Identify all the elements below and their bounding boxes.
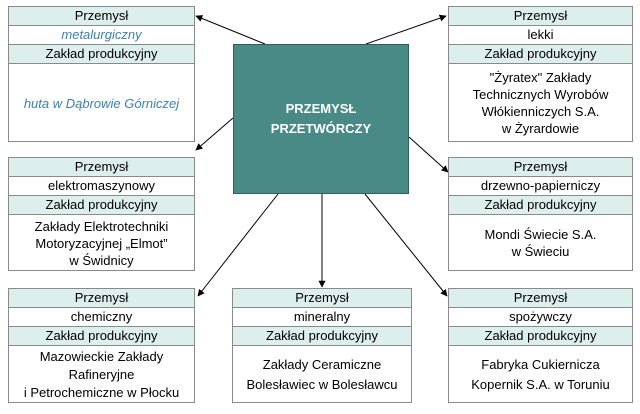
plant-value: huta w Dąbrowie Górniczej	[9, 64, 194, 142]
plant-value: Zakłady Ceramiczne Bolesławiec w Bolesła…	[233, 346, 411, 403]
plant-line: Technicznych Wyrobów	[472, 87, 609, 102]
arrow-chemiczny	[197, 193, 279, 297]
industry-value: drzewno-papierniczy	[449, 177, 632, 196]
plant-line: Zakłady Ceramiczne	[262, 356, 382, 372]
plant-label: Zakład produkcyjny	[449, 196, 632, 215]
industry-label: Przemysł	[9, 158, 194, 177]
card-chemiczny: Przemysł chemiczny Zakład produkcyjny Ma…	[8, 288, 195, 403]
plant-label: Zakład produkcyjny	[449, 327, 632, 346]
industry-value: metalurgiczny	[9, 26, 194, 45]
plant-label: Zakład produkcyjny	[9, 45, 194, 64]
industry-value: mineralny	[233, 308, 411, 327]
plant-line: Mondi Świecie S.A.	[484, 227, 597, 242]
arrow-elektromaszynowy	[195, 117, 234, 151]
arrow-drzewno-papierniczy	[408, 136, 449, 173]
plant-line: Fabryka Cukiernicza	[481, 356, 600, 372]
arrow-metalurgiczny	[195, 15, 266, 45]
plant-line: w Świdnicy	[69, 252, 134, 268]
industry-label: Przemysł	[9, 7, 194, 26]
plant-value: Fabryka Cukiernicza Kopernik S.A. w Toru…	[449, 346, 632, 403]
plant-line: Zakłady Elektrotechniki	[34, 218, 169, 234]
plant-label: Zakład produkcyjny	[9, 327, 194, 346]
industry-value: lekki	[449, 26, 632, 45]
industry-label: Przemysł	[9, 289, 194, 308]
plant-line: i Petrochemiczne w Płocku	[23, 384, 180, 400]
plant-line: Motoryzacyjnej „Elmot”	[35, 235, 168, 251]
plant-line: "Żyratex" Zakłady	[489, 70, 592, 85]
center-title-line1: PRZEMYSŁ	[285, 101, 357, 116]
plant-label: Zakład produkcyjny	[233, 327, 411, 346]
plant-line: w Żyrardowie	[501, 121, 580, 136]
plant-line: Włókienniczych S.A.	[481, 104, 600, 119]
industry-value: chemiczny	[9, 308, 194, 327]
industry-label: Przemysł	[233, 289, 411, 308]
plant-value: Mazowieckie Zakłady Rafineryjne i Petroc…	[9, 346, 194, 403]
card-drzewno-papierniczy: Przemysł drzewno-papierniczy Zakład prod…	[448, 157, 633, 271]
industry-value: spożywczy	[449, 308, 632, 327]
center-node: PRZEMYSŁ PRZETWÓRCZY	[233, 44, 409, 194]
plant-line: Mazowieckie Zakłady	[39, 348, 164, 364]
industry-label: Przemysł	[449, 7, 632, 26]
center-title-line2: PRZETWÓRCZY	[270, 121, 372, 136]
industry-value: elektromaszynowy	[9, 177, 194, 196]
plant-line: Bolesławiec w Bolesławcu	[246, 376, 398, 392]
card-lekki: Przemysł lekki Zakład produkcyjny "Żyrat…	[448, 6, 633, 142]
plant-line: w Świeciu	[511, 244, 570, 259]
plant-value: Zakłady Elektrotechniki Motoryzacyjnej „…	[9, 215, 194, 271]
card-mineralny: Przemysł mineralny Zakład produkcyjny Za…	[232, 288, 412, 403]
arrow-lekki	[365, 14, 447, 45]
card-elektromaszynowy: Przemysł elektromaszynowy Zakład produkc…	[8, 157, 195, 271]
arrow-spozywczy	[364, 193, 448, 297]
card-metalurgiczny: Przemysł metalurgiczny Zakład produkcyjn…	[8, 6, 195, 142]
plant-label: Zakład produkcyjny	[449, 45, 632, 64]
card-spozywczy: Przemysł spożywczy Zakład produkcyjny Fa…	[448, 288, 633, 403]
industry-label: Przemysł	[449, 289, 632, 308]
plant-line: Rafineryjne	[68, 366, 135, 382]
industry-label: Przemysł	[449, 158, 632, 177]
plant-label: Zakład produkcyjny	[9, 196, 194, 215]
plant-value: Mondi Świecie S.A. w Świeciu	[449, 215, 632, 271]
plant-line: huta w Dąbrowie Górniczej	[23, 95, 180, 111]
plant-line: Kopernik S.A. w Toruniu	[471, 376, 610, 392]
plant-value: "Żyratex" Zakłady Technicznych Wyrobów W…	[449, 64, 632, 142]
